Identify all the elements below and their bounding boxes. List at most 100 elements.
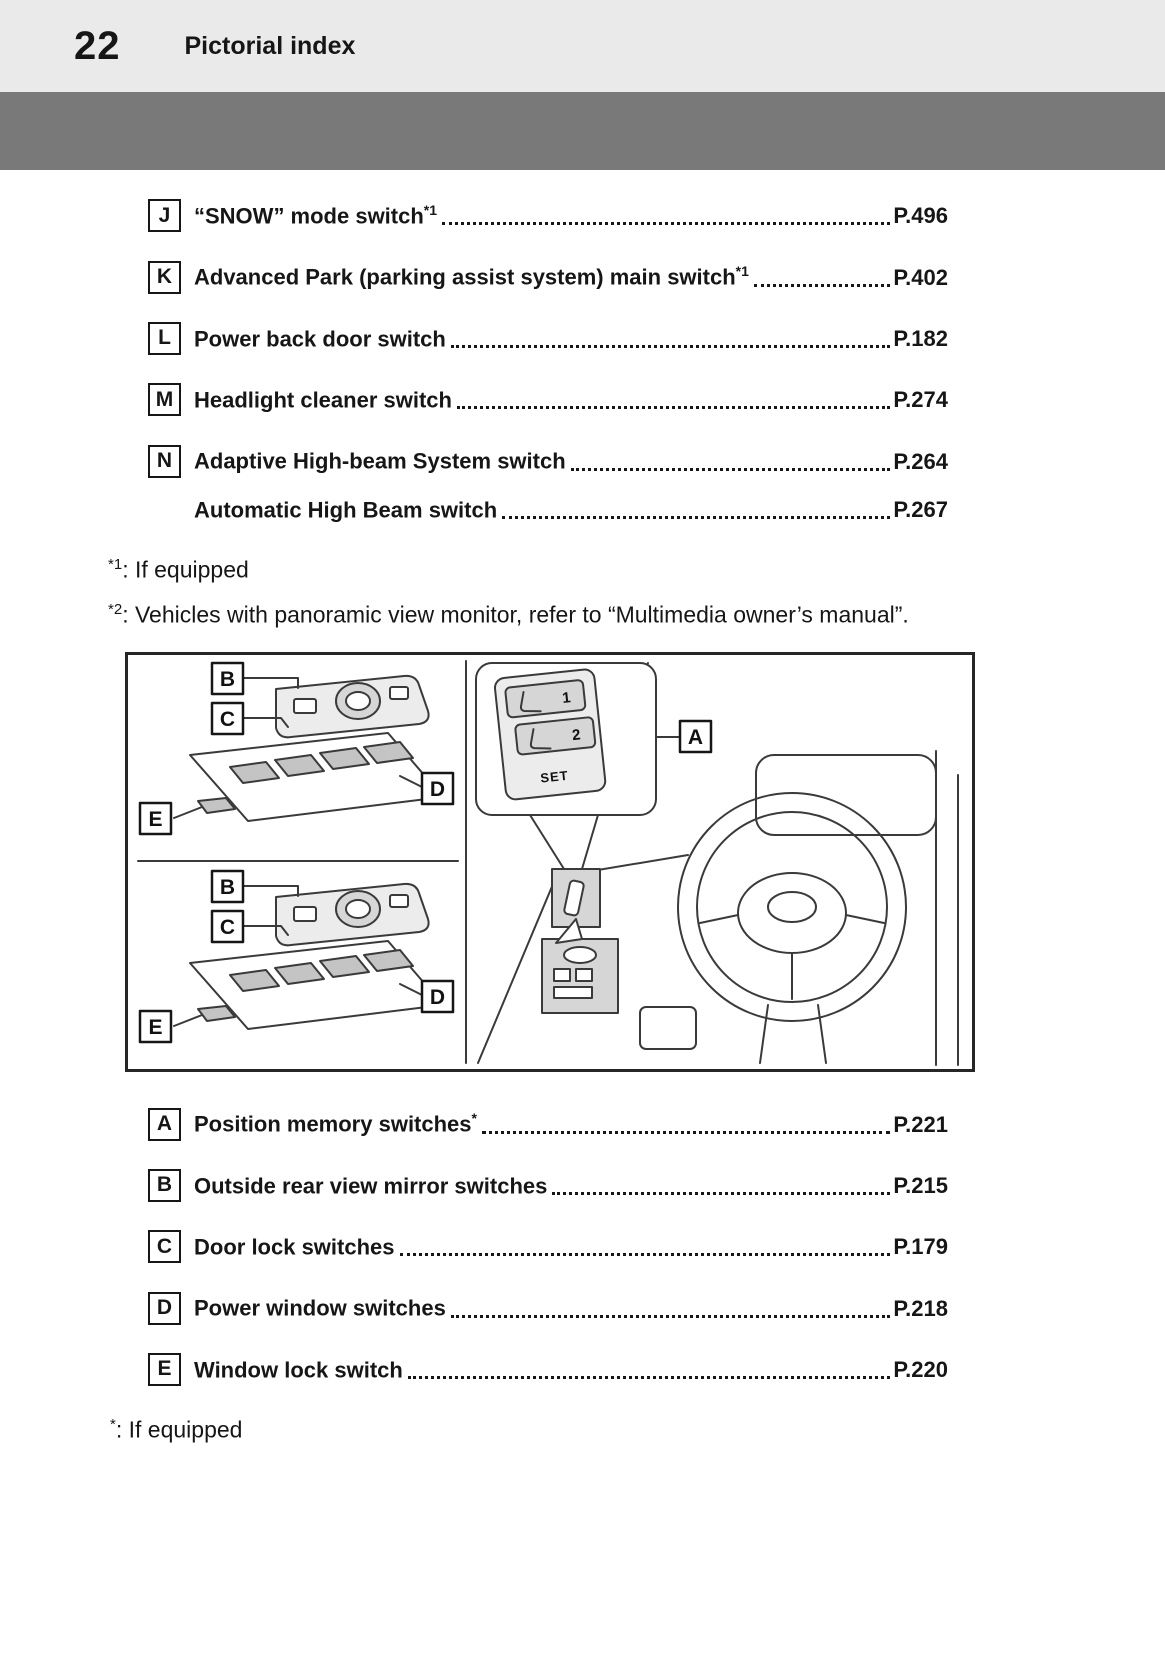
dot-leader [399, 1253, 891, 1257]
index-row: M Headlight cleaner switch P.274 [148, 378, 948, 417]
index-label: Advanced Park (parking assist system) ma… [194, 263, 749, 290]
footnote: *: If equipped [110, 1409, 1165, 1446]
label-superscript: *1 [423, 202, 438, 218]
index-label: Power window switches [194, 1295, 446, 1321]
index-letter-box: D [148, 1291, 181, 1325]
index-letter-box: J [148, 199, 181, 233]
label-superscript: *1 [735, 263, 749, 280]
chapter-band [0, 92, 1165, 170]
dot-leader [552, 1191, 891, 1195]
dot-leader [456, 406, 891, 410]
section-title: Pictorial index [184, 31, 356, 60]
diagram-label-box-a [678, 720, 713, 754]
dot-leader [502, 515, 891, 519]
door-panel-front: B C D E [138, 662, 455, 836]
page-reference: P.402 [893, 264, 948, 290]
dot-leader [442, 222, 891, 226]
seat-memory-button-1 [504, 679, 587, 719]
index-row: A Position memory switches* P.221 [148, 1102, 948, 1141]
footnotes-top: *1: If equipped *2: Vehicles with panora… [108, 549, 1165, 630]
index-list-top: J “SNOW” mode switch*1 P.496 K Advanced … [148, 194, 948, 526]
page-reference: P.220 [893, 1356, 948, 1382]
index-row: N Adaptive High-beam System switch P.264 [148, 439, 948, 478]
index-label: Power back door switch [194, 325, 446, 351]
dot-leader [450, 1314, 891, 1318]
page-number: 22 [74, 23, 121, 68]
index-label: Door lock switches [194, 1234, 395, 1260]
index-letter-box: E [148, 1352, 181, 1386]
page-reference: P.496 [893, 203, 948, 229]
page-reference: P.215 [893, 1172, 948, 1198]
page-reference: P.267 [893, 496, 948, 522]
diagram-label-box-c [210, 702, 245, 736]
highlighted-switch-area-2 [541, 938, 619, 1015]
page-content: J “SNOW” mode switch*1 P.496 K Advanced … [0, 170, 1165, 1446]
diagram-label-box-e [138, 802, 173, 836]
diagram-label-box-b [210, 662, 245, 696]
index-label: “SNOW” mode switch*1 [194, 202, 438, 229]
diagram-label-a: A [688, 726, 703, 749]
steering-wheel [677, 792, 907, 1065]
interior-scene: 1 2 SET A [475, 662, 959, 1067]
footnote-marker: *2 [108, 600, 123, 618]
page-reference: P.264 [893, 448, 948, 474]
index-label: Headlight cleaner switch [194, 387, 452, 413]
footnote: *2: Vehicles with panoramic view monitor… [108, 594, 1165, 631]
index-row: B Outside rear view mirror switches P.21… [148, 1164, 948, 1202]
index-letter-box: A [148, 1107, 181, 1141]
index-list-bottom: A Position memory switches* P.221 B Outs… [148, 1102, 948, 1386]
dot-leader [753, 283, 891, 287]
index-letter-box: L [148, 321, 181, 355]
footnote-text: : If equipped [115, 1416, 243, 1443]
footnote-marker: * [110, 1415, 116, 1433]
dot-leader [450, 344, 891, 348]
door-panel-rear [138, 870, 455, 1044]
page-reference: P.218 [893, 1295, 948, 1321]
footnote-text: : Vehicles with panoramic view monitor, … [122, 601, 909, 628]
page-header: 22 Pictorial index [0, 0, 1165, 92]
index-label: Window lock switch [194, 1356, 403, 1382]
footnote-text: : If equipped [122, 556, 249, 583]
index-letter-box: N [148, 444, 181, 478]
dot-leader [407, 1375, 891, 1379]
index-letter-box: K [148, 260, 181, 294]
index-letter-box [148, 493, 181, 526]
dot-leader [481, 1130, 891, 1134]
index-row: Automatic High Beam switch P.267 [148, 488, 948, 526]
diagram-label-c: C [220, 708, 235, 731]
seat-memory-button-2-label: 2 [571, 727, 581, 745]
index-label: Outside rear view mirror switches [194, 1172, 548, 1198]
manual-page: 22 Pictorial index J “SNOW” mode switch*… [0, 0, 1165, 1446]
page-reference: P.182 [893, 325, 948, 351]
pointer-arrow [555, 918, 583, 945]
index-row: D Power window switches P.218 [148, 1286, 948, 1325]
interior-diagram-svg: B C D E [137, 660, 959, 1067]
label-superscript: * [471, 1110, 477, 1127]
index-label: Position memory switches* [194, 1110, 477, 1137]
page-reference: P.221 [893, 1111, 948, 1137]
index-row: L Power back door switch P.182 [148, 317, 948, 355]
diagram-label-d: D [430, 778, 445, 801]
index-letter-box: M [148, 383, 181, 417]
interior-diagram: B C D E [125, 652, 975, 1073]
seat-memory-set-label: SET [540, 768, 570, 786]
index-row: K Advanced Park (parking assist system) … [148, 255, 948, 294]
index-label: Automatic High Beam switch [194, 496, 498, 522]
footnote-marker: *1 [108, 555, 123, 573]
index-label: Adaptive High-beam System switch [194, 448, 566, 474]
dot-leader [570, 467, 891, 471]
seat-memory-button-2 [514, 716, 597, 756]
index-row: E Window lock switch P.220 [148, 1348, 948, 1386]
page-reference: P.179 [893, 1234, 948, 1260]
instrument-visor [755, 754, 937, 837]
footnote: *1: If equipped [108, 549, 1165, 586]
diagram-label-b: B [220, 668, 235, 691]
index-row: J “SNOW” mode switch*1 P.496 [148, 194, 948, 233]
index-letter-box: B [148, 1168, 181, 1202]
seat-memory-button-1-label: 1 [561, 689, 571, 707]
diagram-label-e: E [148, 808, 162, 831]
index-letter-box: C [148, 1230, 181, 1264]
index-row: C Door lock switches P.179 [148, 1225, 948, 1264]
console-box [639, 1006, 697, 1051]
page-reference: P.274 [893, 387, 948, 413]
